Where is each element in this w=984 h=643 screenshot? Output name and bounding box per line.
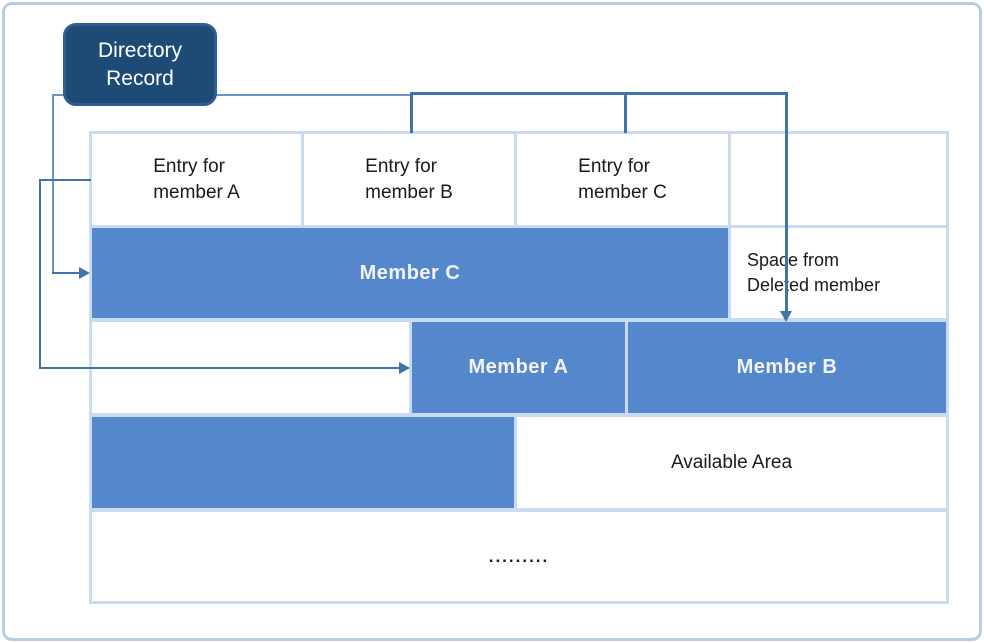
connector-entry-a-horizontal <box>40 179 91 181</box>
used-space-bar <box>92 417 514 508</box>
connector-member-c-horizontal <box>52 272 79 274</box>
connector-member-b-vertical <box>785 92 788 312</box>
entry-cell-empty <box>731 134 946 225</box>
connector-top-horizontal-right <box>411 92 787 95</box>
available-area-cell: Available Area <box>517 417 946 508</box>
arrowhead-member-b <box>780 311 792 322</box>
arrowhead-member-a <box>399 362 410 374</box>
connector-member-a-vertical <box>39 179 41 369</box>
available-area-label: Available Area <box>670 451 793 473</box>
dataset-table: Entry for member A Entry for member B En… <box>89 131 949 604</box>
ellipsis-row-cell: ......... <box>92 512 946 601</box>
connector-drop-entry-b <box>410 92 413 133</box>
entry-cell-member-a: Entry for member A <box>92 134 301 225</box>
entry-label-member-a: Entry for member A <box>153 155 240 203</box>
space-from-deleted-cell: Space from Deleted member <box>731 228 946 318</box>
directory-record-label: Directory Record <box>97 38 182 90</box>
entry-cell-member-b: Entry for member B <box>304 134 514 225</box>
member-a-label: Member A <box>468 356 569 378</box>
entry-label-member-c: Entry for member C <box>578 155 667 203</box>
entry-label-member-b: Entry for member B <box>365 155 453 203</box>
connector-drop-entry-c <box>624 92 627 133</box>
member-b-label: Member B <box>736 356 838 378</box>
connector-member-c-vertical <box>52 94 54 274</box>
ellipsis-label: ......... <box>488 546 550 566</box>
entry-cell-member-c: Entry for member C <box>517 134 728 225</box>
space-from-deleted-label: Space from Deleted member <box>747 250 881 295</box>
member-c-bar: Member C <box>92 228 728 318</box>
directory-record-box: Directory Record <box>63 23 217 106</box>
connector-top-horizontal-left <box>53 94 411 96</box>
arrowhead-member-c <box>79 267 90 279</box>
member-b-box: Member B <box>628 322 946 413</box>
connector-member-a-horizontal <box>39 367 400 369</box>
member-a-box: Member A <box>412 322 625 413</box>
member-c-label: Member C <box>359 261 461 284</box>
